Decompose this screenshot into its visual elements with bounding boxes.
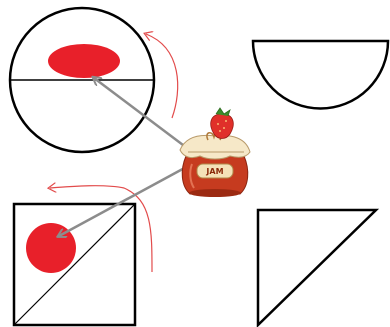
hint-arrow-top (146, 34, 179, 119)
circle-shape (8, 6, 156, 154)
square-outline (12, 202, 137, 327)
jar-label: JAM (205, 167, 223, 176)
red-ellipse-fill (48, 44, 120, 78)
right-triangle-shape (256, 208, 380, 327)
strawberry-jam-jar-icon: JAM (179, 107, 251, 197)
square-shape (12, 202, 137, 327)
pointer-arrow-to-circle (94, 78, 184, 146)
semicircle-shape (251, 39, 390, 110)
square-diagonal-line (13, 203, 136, 326)
pointer-arrow-to-square (59, 163, 191, 236)
hint-arrow-bottom (50, 186, 153, 273)
